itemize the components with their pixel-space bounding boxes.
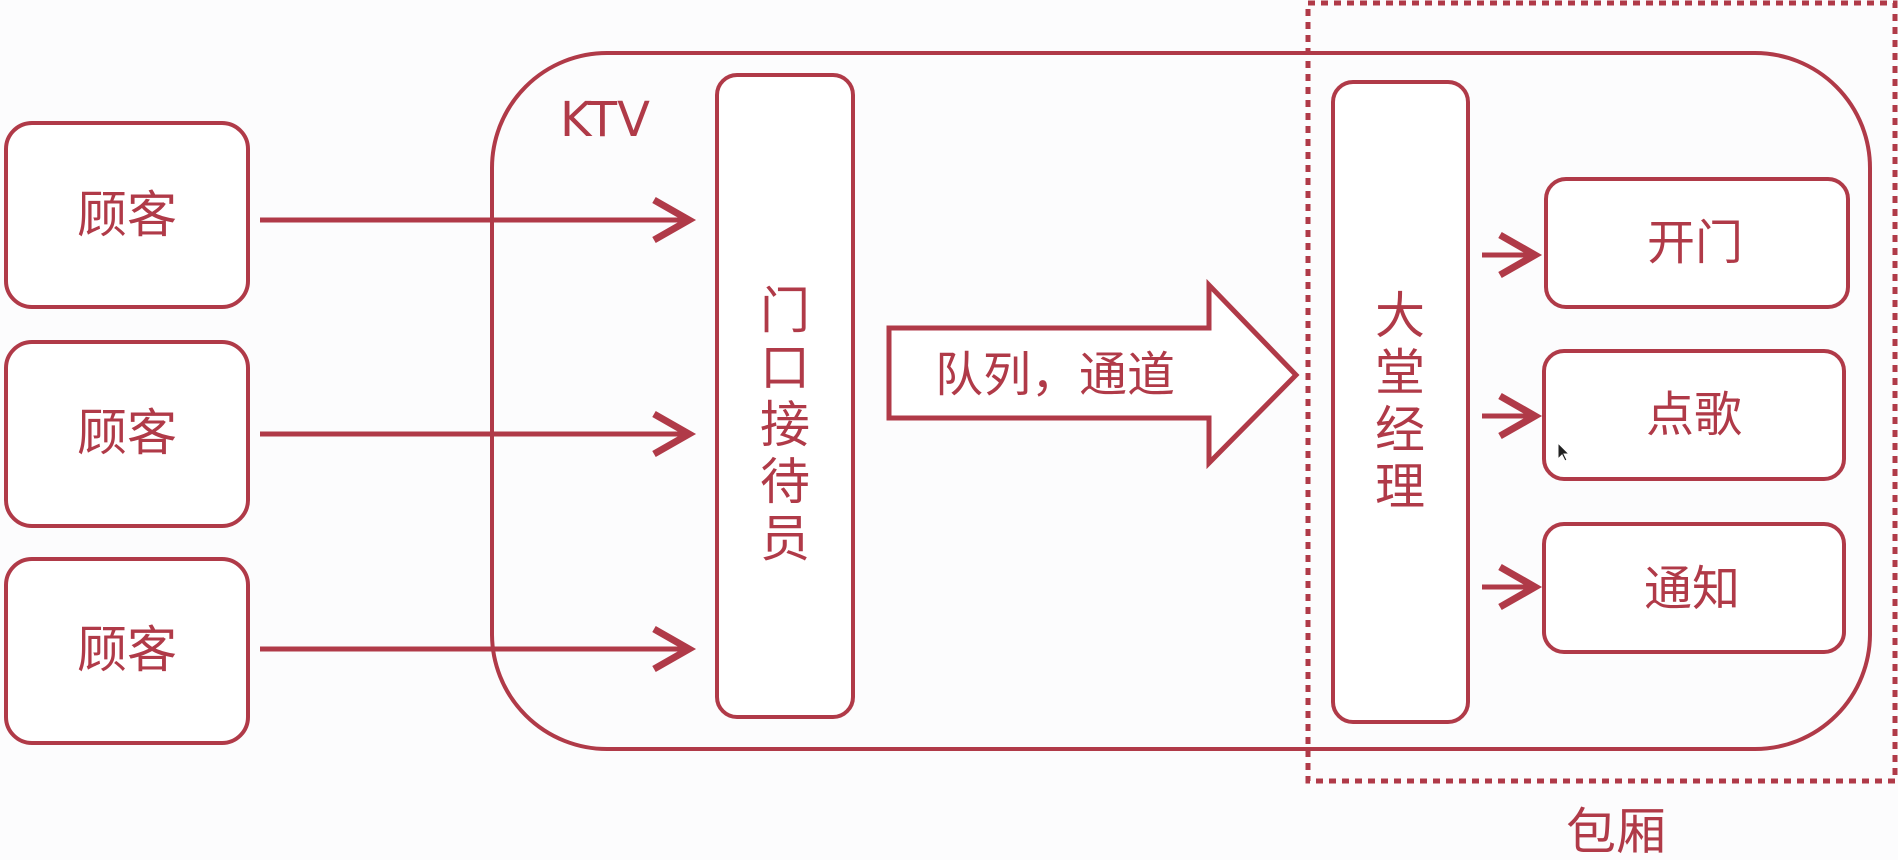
receptionist-char: 口 — [760, 339, 810, 397]
customer-box-2: 顾客 — [4, 340, 250, 528]
manager-char: 理 — [1375, 458, 1425, 516]
channel-arrow: 队列，通道 — [886, 278, 1300, 470]
manager-char: 堂 — [1375, 344, 1425, 402]
manager-char: 大 — [1375, 287, 1425, 345]
customer-label: 顾客 — [77, 404, 177, 462]
receptionist-box: 门 口 接 待 员 — [715, 73, 855, 719]
room-label: 包厢 — [1566, 803, 1666, 860]
receptionist-char: 员 — [760, 510, 810, 568]
ktv-container — [490, 51, 1872, 751]
mouse-pointer-icon — [1557, 441, 1571, 462]
channel-label: 队列，通道 — [935, 347, 1175, 403]
action-box-open-door: 开门 — [1544, 177, 1850, 309]
customer-label: 顾客 — [77, 186, 177, 244]
receptionist-char: 门 — [760, 282, 810, 340]
customer-box-1: 顾客 — [4, 121, 250, 309]
action-label: 点歌 — [1646, 387, 1742, 443]
room-boundary — [1305, 0, 1898, 784]
customer-label: 顾客 — [77, 621, 177, 679]
action-label: 开门 — [1647, 215, 1743, 271]
action-box-notify: 通知 — [1542, 522, 1846, 654]
customer-box-3: 顾客 — [4, 557, 250, 745]
receptionist-char: 接 — [760, 396, 810, 454]
manager-char: 经 — [1375, 401, 1425, 459]
ktv-label: KTV — [560, 92, 650, 148]
receptionist-char: 待 — [760, 453, 810, 511]
manager-box: 大 堂 经 理 — [1331, 80, 1470, 724]
action-box-song-request: 点歌 — [1542, 349, 1846, 481]
action-label: 通知 — [1644, 561, 1740, 617]
